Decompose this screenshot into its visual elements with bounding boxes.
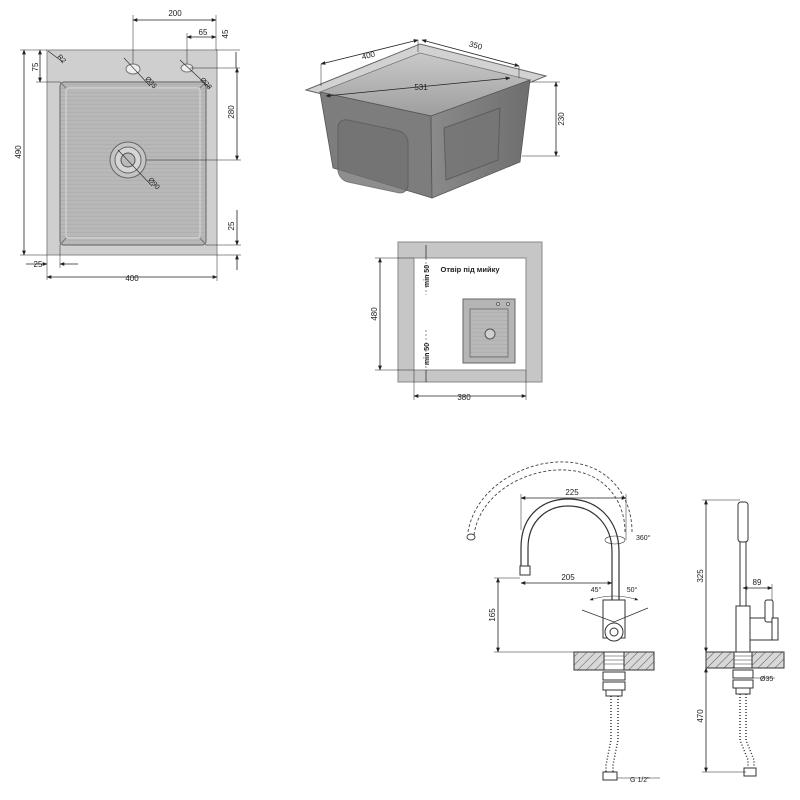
dim-faucet-spout: 205 xyxy=(561,573,575,582)
faucet-front-view: 45° 50° 360° 225 205 165 G 1/2" xyxy=(466,461,660,784)
dim-3d-diagonal: 531 xyxy=(414,83,428,92)
supply-hose xyxy=(605,696,612,778)
tap-hole xyxy=(125,63,141,75)
dim-flange-bottom: 25 xyxy=(227,221,236,230)
label-thread: G 1/2" xyxy=(630,777,650,784)
dim-3d-width: 350 xyxy=(468,40,484,52)
dim-flange-left: 25 xyxy=(34,260,43,269)
dim-height-upper: 280 xyxy=(227,105,236,119)
dim-side-height: 325 xyxy=(696,569,705,583)
dim-min-top: min 50 xyxy=(424,265,431,287)
sink-3d-view: 400 350 531 230 xyxy=(304,39,566,199)
dim-faucet-height: 165 xyxy=(488,608,497,622)
dim-taps-width: 200 xyxy=(168,9,182,18)
dim-width-total: 400 xyxy=(125,274,139,283)
dim-height-total: 490 xyxy=(14,145,23,159)
faucet-side-body xyxy=(735,605,751,653)
faucet-side-view: 325 89 Ø35 470 xyxy=(696,499,785,777)
cutout-view: Отвір під мийку min 50 min 50 480 380 xyxy=(370,241,543,402)
dim-tap-top: 45 xyxy=(221,29,230,38)
angle-left: 45° xyxy=(591,586,602,594)
dim-faucet-reach: 225 xyxy=(565,488,579,497)
cutout-sink-thumbnail xyxy=(462,298,516,364)
dim-min-bottom: min 50 xyxy=(424,343,431,365)
dim-lever: 89 xyxy=(753,578,762,587)
dim-cutout-width: 380 xyxy=(457,393,471,402)
label-radius: R2 xyxy=(56,54,67,65)
cutout-label: Отвір під мийку xyxy=(440,265,500,274)
faucet-lever xyxy=(764,599,774,623)
faucet-flex-spout xyxy=(473,469,626,536)
angle-right: 50° xyxy=(627,586,638,594)
dim-hose-length: 470 xyxy=(696,709,705,723)
dim-tap-offset: 65 xyxy=(199,28,208,37)
sink-top-view: 200 65 45 75 490 280 25 25 xyxy=(14,9,241,283)
faucet-side-spout xyxy=(737,501,749,543)
dim-3d-length: 400 xyxy=(361,49,377,61)
angle-rotate: 360° xyxy=(636,534,651,542)
dim-3d-depth: 230 xyxy=(557,112,566,126)
drain xyxy=(109,141,147,179)
faucet-spout xyxy=(527,505,613,600)
dim-tap-side: 75 xyxy=(31,62,40,71)
dim-side-hole: Ø35 xyxy=(760,676,773,683)
dim-cutout-height: 480 xyxy=(370,307,379,321)
